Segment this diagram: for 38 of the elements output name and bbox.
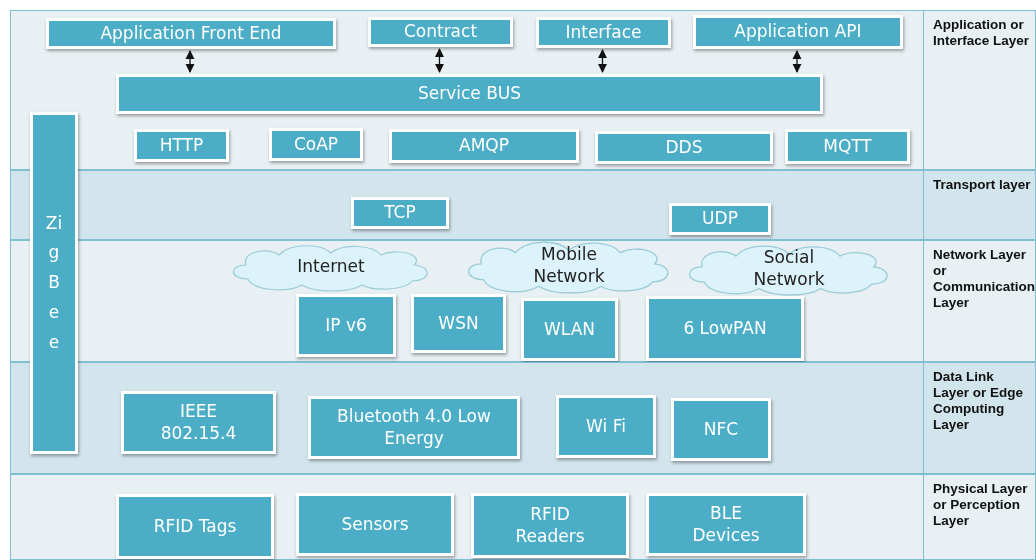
double-arrow <box>185 50 195 73</box>
double-arrow <box>434 48 445 73</box>
process-box: WSN <box>411 294 506 353</box>
layer-band <box>10 10 1036 170</box>
layer-band <box>10 474 1036 560</box>
process-box: NFC <box>671 398 771 461</box>
process-box: IEEE 802.15.4 <box>121 391 276 454</box>
layer-label: Physical Layer or Perception Layer <box>933 481 1029 529</box>
process-box: HTTP <box>134 129 229 162</box>
layer-label: Application or Interface Layer <box>933 17 1031 49</box>
layer-band <box>10 170 1036 240</box>
process-box: Sensors <box>296 493 454 556</box>
process-box: MQTT <box>785 129 910 164</box>
process-box: BLE Devices <box>646 493 806 556</box>
process-box: Application Front End <box>46 18 336 49</box>
process-box: CoAP <box>269 128 363 161</box>
process-box: RFID Tags <box>116 494 274 559</box>
layer-label: Transport layer <box>933 177 1031 193</box>
process-box: WLAN <box>521 298 618 361</box>
process-box: DDS <box>595 131 773 164</box>
process-box: Bluetooth 4.0 Low Energy <box>308 396 520 459</box>
process-box: Contract <box>368 17 513 47</box>
process-box: IP v6 <box>296 294 396 357</box>
process-box: TCP <box>351 197 449 229</box>
process-box: Service BUS <box>116 74 823 114</box>
process-box: RFID Readers <box>471 493 629 558</box>
process-box: 6 LowPAN <box>646 296 804 361</box>
double-arrow <box>597 49 608 73</box>
vertical-bar: ZigBee <box>30 112 78 454</box>
layer-band <box>10 362 1036 474</box>
process-box: AMQP <box>389 129 579 163</box>
process-box: Wi Fi <box>556 395 656 458</box>
layer-label: Data Link Layer or Edge Computing Layer <box>933 369 1025 433</box>
process-box: Application API <box>693 15 903 49</box>
layer-band <box>10 240 1036 362</box>
process-box: UDP <box>669 203 771 235</box>
double-arrow <box>792 50 802 73</box>
process-box: Interface <box>536 17 671 48</box>
